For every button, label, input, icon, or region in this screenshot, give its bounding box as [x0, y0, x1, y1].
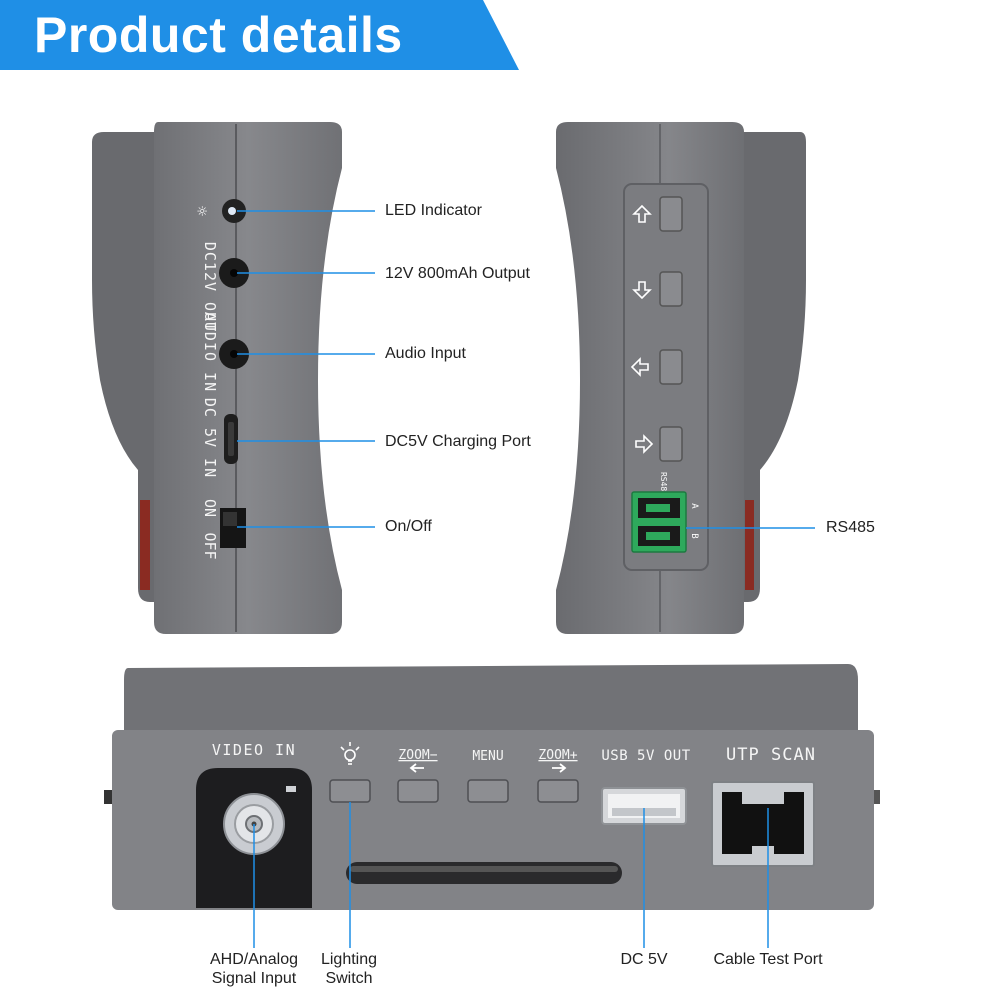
left-device-body [154, 122, 342, 634]
bottom-device-back [124, 664, 858, 732]
left-device-back [92, 132, 158, 602]
on-label: ON [201, 499, 219, 517]
usb-5v-out-label: USB 5V OUT [601, 748, 690, 764]
left-button[interactable] [659, 349, 683, 385]
rs485-callout: RS485 [826, 519, 875, 536]
bottom-leader-lines [253, 802, 769, 948]
right-device-back [740, 132, 806, 602]
signal-input-callout: AHD/Analog Signal Input [194, 950, 314, 988]
arrow-left-icon [630, 357, 649, 377]
dc5v-callout: DC 5V [620, 951, 668, 968]
terminal-b-label: B [689, 533, 699, 538]
title-banner [0, 0, 519, 70]
arrow-down-icon [632, 281, 652, 300]
dc5v-in-label: DC 5V IN [201, 398, 219, 478]
dc12v-out-label: DC12V OUT [201, 242, 219, 332]
lighting-switch-line2: Switch [325, 970, 373, 987]
led-glyph-label: ☼ [191, 206, 211, 216]
on-off-callout: On/Off [385, 518, 432, 535]
left-leader-lines [237, 210, 375, 528]
arrow-right-icon [635, 434, 654, 454]
arrow-up-icon [632, 204, 652, 223]
off-label: OFF [201, 532, 219, 559]
right-button[interactable] [659, 426, 683, 462]
terminal-a-label: A [689, 503, 699, 509]
lighting-switch-line1: Lighting [320, 951, 378, 968]
zoom-in-button[interactable] [537, 779, 579, 803]
down-button[interactable] [659, 271, 683, 307]
zoom-out-button[interactable] [397, 779, 439, 803]
rs485-pin-label: RS485 [659, 472, 668, 496]
left-device-red-strip [140, 500, 150, 590]
zoom-plus-label: ZOOM+ [538, 748, 577, 763]
up-button[interactable] [659, 196, 683, 232]
zoom-in-arrow-icon [552, 763, 567, 773]
light-button[interactable] [329, 779, 371, 803]
signal-input-line2: Signal Input [211, 970, 297, 987]
audio-in-label: AUDIO IN [201, 312, 219, 392]
charging-port-callout: DC5V Charging Port [385, 433, 531, 450]
zoom-minus-label: ZOOM− [398, 748, 437, 763]
led-indicator-callout: LED Indicator [385, 202, 482, 219]
menu-button[interactable] [467, 779, 509, 803]
menu-label: MENU [472, 749, 503, 764]
zoom-out-arrow-icon [409, 763, 424, 773]
audio-input-callout: Audio Input [385, 345, 466, 362]
lighting-switch-callout: Lighting Switch [306, 950, 392, 988]
utp-scan-label: UTP SCAN [726, 745, 816, 765]
right-device-red-strip [745, 500, 754, 590]
page-title: Product details [34, 7, 403, 63]
cable-test-port-callout: Cable Test Port [713, 951, 823, 968]
light-bulb-icon [340, 742, 360, 765]
signal-input-line1: AHD/Analog [209, 951, 299, 968]
card-slot [346, 862, 622, 884]
dc12v-output-callout: 12V 800mAh Output [385, 265, 530, 282]
video-in-label: VIDEO IN [212, 741, 296, 759]
